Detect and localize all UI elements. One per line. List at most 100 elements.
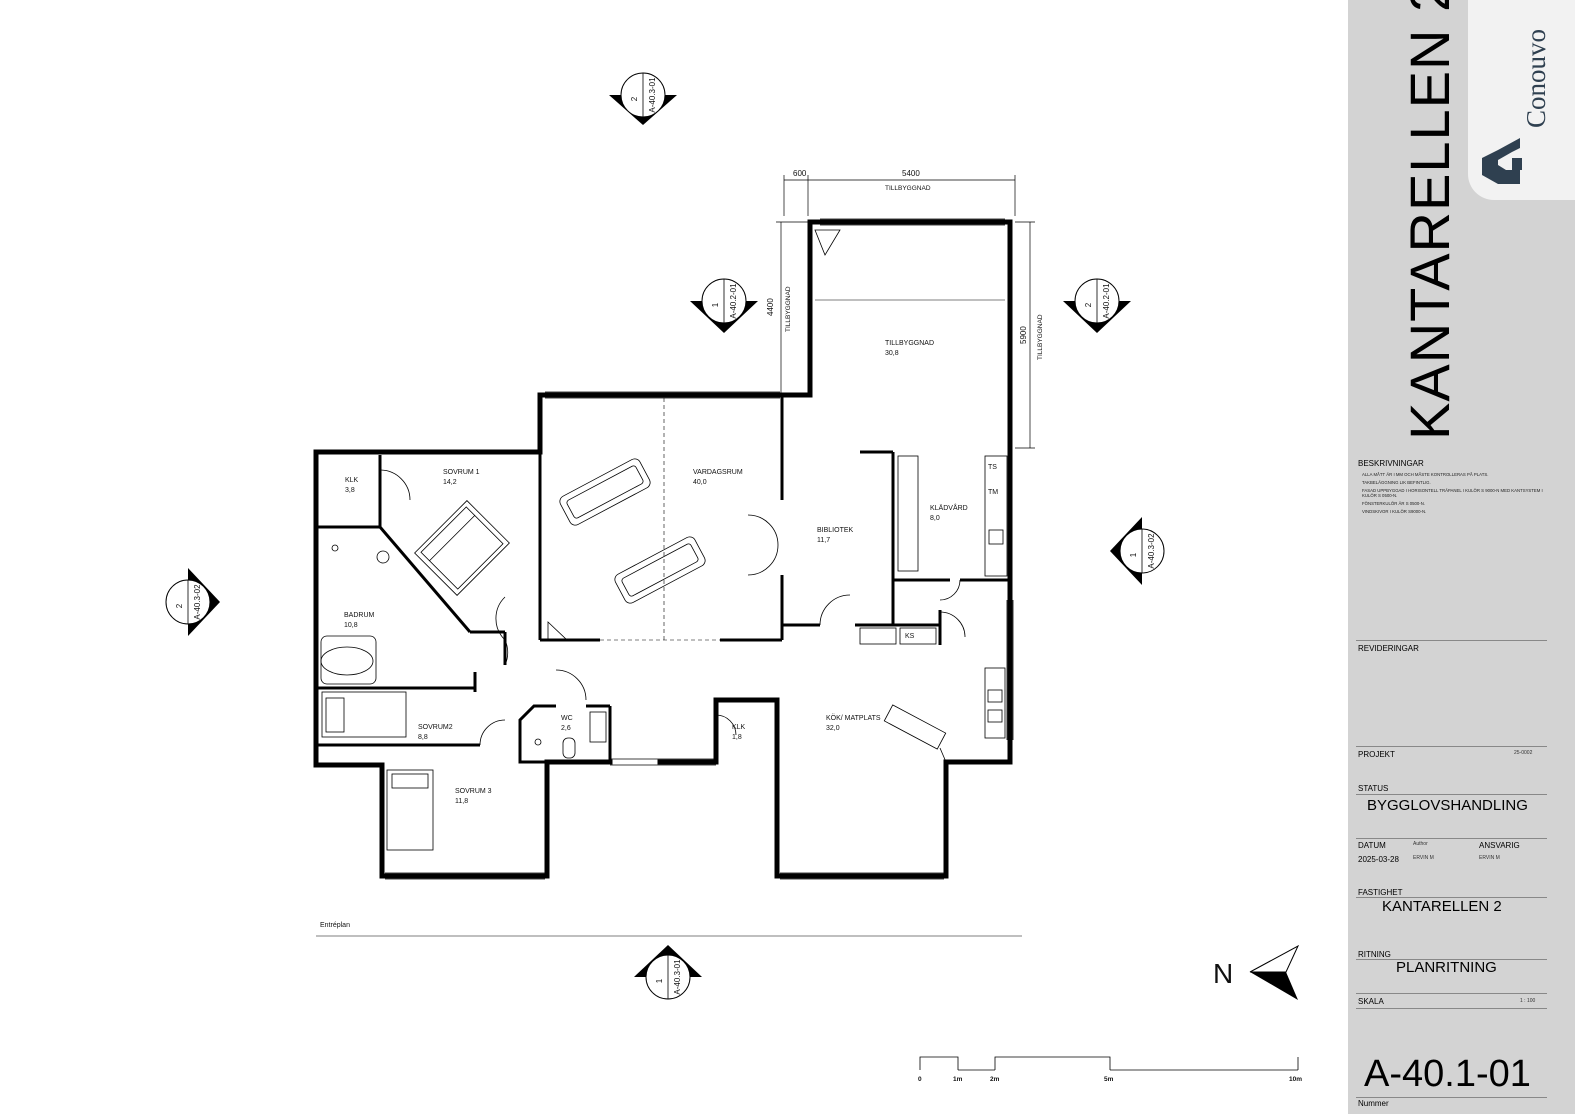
note-item: FÖNSTERKULÖR ÄR S 0500-N.: [1362, 501, 1426, 506]
scale-label: 5m: [1104, 1076, 1114, 1083]
room-area: 11,8: [455, 798, 468, 805]
scale-label: 1m: [953, 1076, 963, 1083]
room-name: KLK: [345, 477, 359, 484]
dim-left-caption: TILLBYGGNAD: [785, 286, 792, 332]
marker-num: 1: [711, 302, 720, 307]
marker-ref: A-40.3-02: [1147, 533, 1156, 569]
room-name: TILLBYGGNAD: [885, 340, 934, 347]
notes-list: ALLA MÅTT ÄR I MM OCH MÅSTE KONTROLLERAS…: [1362, 472, 1552, 517]
logo-panel: [1468, 0, 1575, 200]
room-area: 3,8: [345, 487, 355, 494]
project-title: KANTARELLEN 2: [1398, 0, 1461, 440]
fixture-label-tm: TM: [988, 489, 998, 496]
dim-top-b: 5400: [902, 169, 920, 178]
room-area: 10,8: [344, 622, 358, 629]
room-area: 11,7: [817, 537, 830, 544]
room-area: 32,0: [826, 725, 840, 732]
fastighet-label: FASTIGHET: [1358, 888, 1403, 897]
room-name: BIBLIOTEK: [817, 527, 854, 534]
fixture-label-ks: KS: [905, 633, 915, 640]
room-area: 8,0: [930, 515, 940, 522]
room-area: 30,8: [885, 350, 899, 357]
inner-walls: [316, 395, 1010, 764]
ritning-label: RITNING: [1358, 950, 1391, 959]
datum-label: DATUM: [1358, 841, 1386, 850]
room-name: WC: [561, 715, 573, 722]
dim-top-caption: TILLBYGGNAD: [885, 185, 931, 192]
marker-ref: A-40.3-01: [673, 959, 682, 995]
marker-num: 2: [630, 96, 639, 101]
divider: [1356, 1008, 1547, 1009]
section-marker-bottom: 1 A-40.3-01: [634, 945, 702, 1000]
nummer-label: Nummer: [1358, 1099, 1389, 1108]
divider: [1356, 993, 1547, 994]
beskrivningar-label: BESKRIVNINGAR: [1358, 459, 1424, 468]
marker-num: 1: [655, 978, 664, 983]
room-area: 8,8: [418, 734, 428, 741]
author-label: Author: [1413, 841, 1428, 847]
divider: [1356, 746, 1547, 747]
section-marker-top: 2 A-40.3-01: [609, 72, 677, 125]
dim-left-value: 4400: [766, 298, 775, 316]
room-name: KLK: [732, 724, 746, 731]
marker-ref: A-40.3-02: [193, 584, 202, 620]
revideringar-label: REVIDERINGAR: [1358, 644, 1419, 653]
logo-wordmark: Conouvo: [1521, 28, 1551, 128]
room-area: 2,6: [561, 725, 571, 732]
logo-icon: [1482, 138, 1522, 184]
dimension-lines: [776, 175, 1035, 449]
room-area: 1,8: [732, 734, 742, 741]
floor-plan-drawing: 600 5400 TILLBYGGNAD 4400 TILLBYGGNAD 59…: [165, 72, 1302, 1083]
room-name: VARDAGSRUM: [693, 469, 743, 476]
status-label: STATUS: [1358, 784, 1389, 793]
note-item: VINDSKIVOR I KULÖR S9000-N.: [1362, 509, 1427, 514]
north-label: N: [1213, 958, 1233, 989]
note-item: ALLA MÅTT ÄR I MM OCH MÅSTE KONTROLLERAS…: [1362, 472, 1489, 477]
divider: [1356, 794, 1547, 795]
status-value: BYGGLOVSHANDLING: [1367, 797, 1528, 814]
skala-label: SKALA: [1358, 997, 1384, 1006]
marker-num: 2: [1084, 302, 1093, 307]
room-area: 14,2: [443, 479, 457, 486]
dim-top-a: 600: [793, 169, 807, 178]
dim-right-caption: TILLBYGGNAD: [1037, 314, 1044, 360]
projekt-label: PROJEKT: [1358, 750, 1395, 759]
ansvarig-value: ERVIN M: [1479, 855, 1500, 861]
marker-ref: A-40.2-01: [729, 283, 738, 319]
author-value: ERVIN M: [1413, 855, 1434, 861]
room-name: KÖK/ MATPLATS: [826, 714, 881, 722]
note-item: TAKBELÄGGNING LIK BEFINTLIG.: [1362, 480, 1431, 485]
divider: [1356, 640, 1547, 641]
room-area: 40,0: [693, 479, 707, 486]
datum-value: 2025-03-28: [1358, 855, 1399, 864]
divider: [1356, 838, 1547, 839]
sheet-number: A-40.1-01: [1364, 1053, 1531, 1095]
divider: [1356, 959, 1547, 960]
room-name: BADRUM: [344, 612, 375, 619]
skala-value: 1 : 100: [1520, 998, 1536, 1004]
room-name: SOVRUM2: [418, 724, 453, 731]
marker-num: 2: [175, 603, 184, 608]
section-marker-right: 1 A-40.3-02: [1110, 517, 1165, 585]
fastighet-value: KANTARELLEN 2: [1382, 898, 1502, 915]
divider: [1356, 1097, 1547, 1098]
section-marker-right-ext: 2 A-40.2-01: [1063, 278, 1131, 333]
section-marker-left-ext: 1 A-40.2-01: [690, 278, 758, 333]
ritning-value: PLANRITNING: [1396, 959, 1497, 976]
marker-ref: A-40.2-01: [1102, 283, 1111, 319]
marker-num: 1: [1129, 552, 1138, 557]
scale-label: 10m: [1289, 1076, 1302, 1083]
divider: [1356, 897, 1547, 898]
room-name: SOVRUM 3: [455, 788, 492, 795]
marker-ref: A-40.3-01: [648, 77, 657, 113]
room-name: KLÄDVÅRD: [930, 503, 968, 512]
ansvarig-label: ANSVARIG: [1479, 841, 1520, 850]
section-marker-left: 2 A-40.3-02: [165, 568, 220, 636]
scale-bar: [919, 1056, 1299, 1071]
room-name: SOVRUM 1: [443, 469, 480, 476]
outer-walls: [313, 219, 1013, 879]
dim-right-value: 5900: [1019, 326, 1028, 344]
view-title: Entréplan: [320, 922, 350, 929]
thin-details: [320, 218, 1014, 880]
north-arrow-icon: [1249, 944, 1300, 1000]
